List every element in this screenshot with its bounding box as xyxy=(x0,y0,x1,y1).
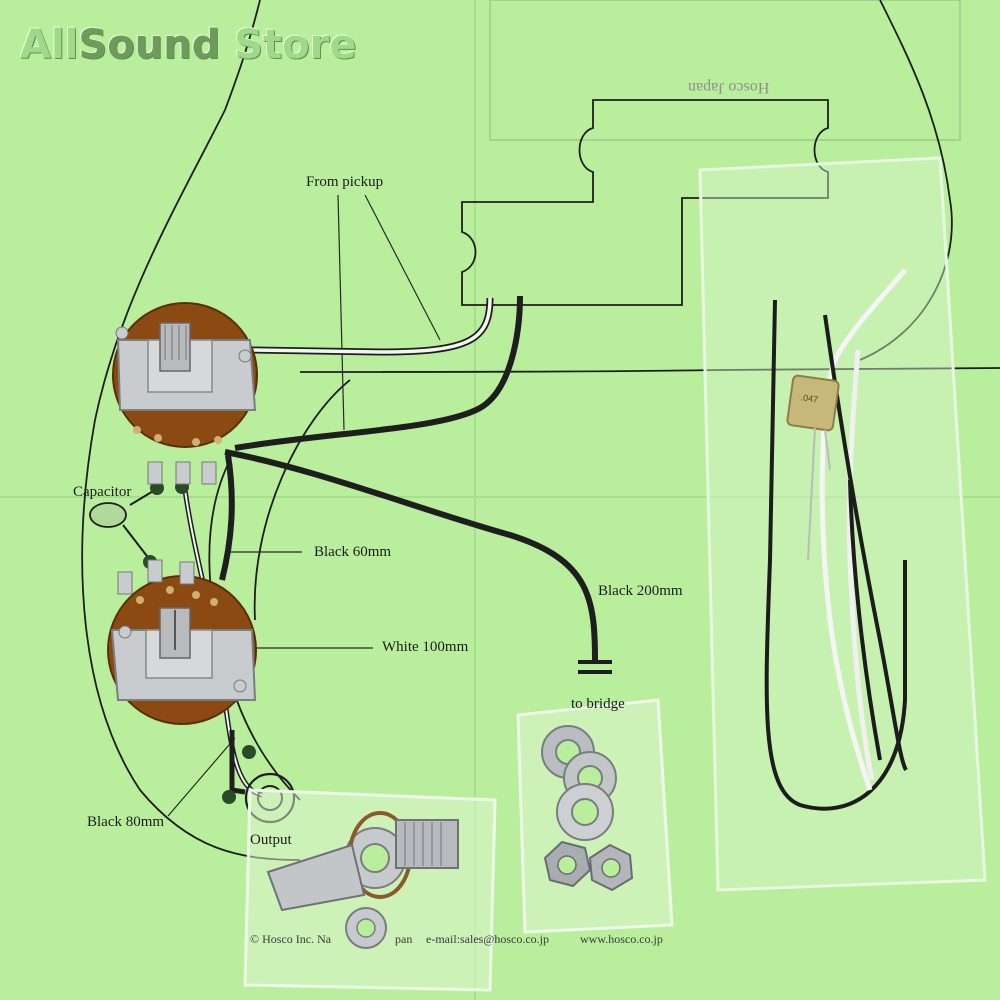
label-white-100mm: White 100mm xyxy=(382,639,469,655)
footer-website: www.hosco.co.jp xyxy=(580,932,663,946)
guide-box xyxy=(489,0,961,141)
black-60-wire xyxy=(219,454,235,581)
label-black-80mm: Black 80mm xyxy=(87,814,165,830)
black-80-wire xyxy=(229,730,246,795)
wire-bag: .047 xyxy=(698,156,987,892)
label-to-bridge: to bridge xyxy=(571,696,625,712)
label-black-200mm: Black 200mm xyxy=(598,583,683,599)
label-black-60mm: Black 60mm xyxy=(314,544,392,560)
logo-part-2: Sound xyxy=(78,22,221,68)
jack-bag xyxy=(243,788,497,992)
label-output: Output xyxy=(250,832,292,848)
capacitor-marking: .047 xyxy=(800,392,819,404)
tone-pot xyxy=(107,559,257,725)
pickup-wires xyxy=(234,295,523,451)
hardware-bag xyxy=(516,698,674,934)
black-200-wire xyxy=(224,449,598,661)
footer-company-tail: pan xyxy=(395,932,413,946)
footer-email: e-mail:sales@hosco.co.jp xyxy=(426,932,550,946)
footer-company: © Hosco Inc. Na xyxy=(250,932,332,946)
pointer-lines xyxy=(167,194,441,817)
bridge-ground-symbol xyxy=(578,660,612,674)
label-capacitor: Capacitor xyxy=(73,484,132,500)
mirrored-brand-text: Hosco Japan xyxy=(688,79,770,96)
logo-part-1: All xyxy=(20,22,79,68)
logo-part-3: Store xyxy=(220,22,357,68)
film-capacitor: .047 xyxy=(786,374,840,561)
label-from-pickup: From pickup xyxy=(306,174,384,190)
store-logo: AllSound Store xyxy=(20,22,356,68)
volume-pot xyxy=(112,302,258,485)
pickup-outline xyxy=(461,99,829,306)
